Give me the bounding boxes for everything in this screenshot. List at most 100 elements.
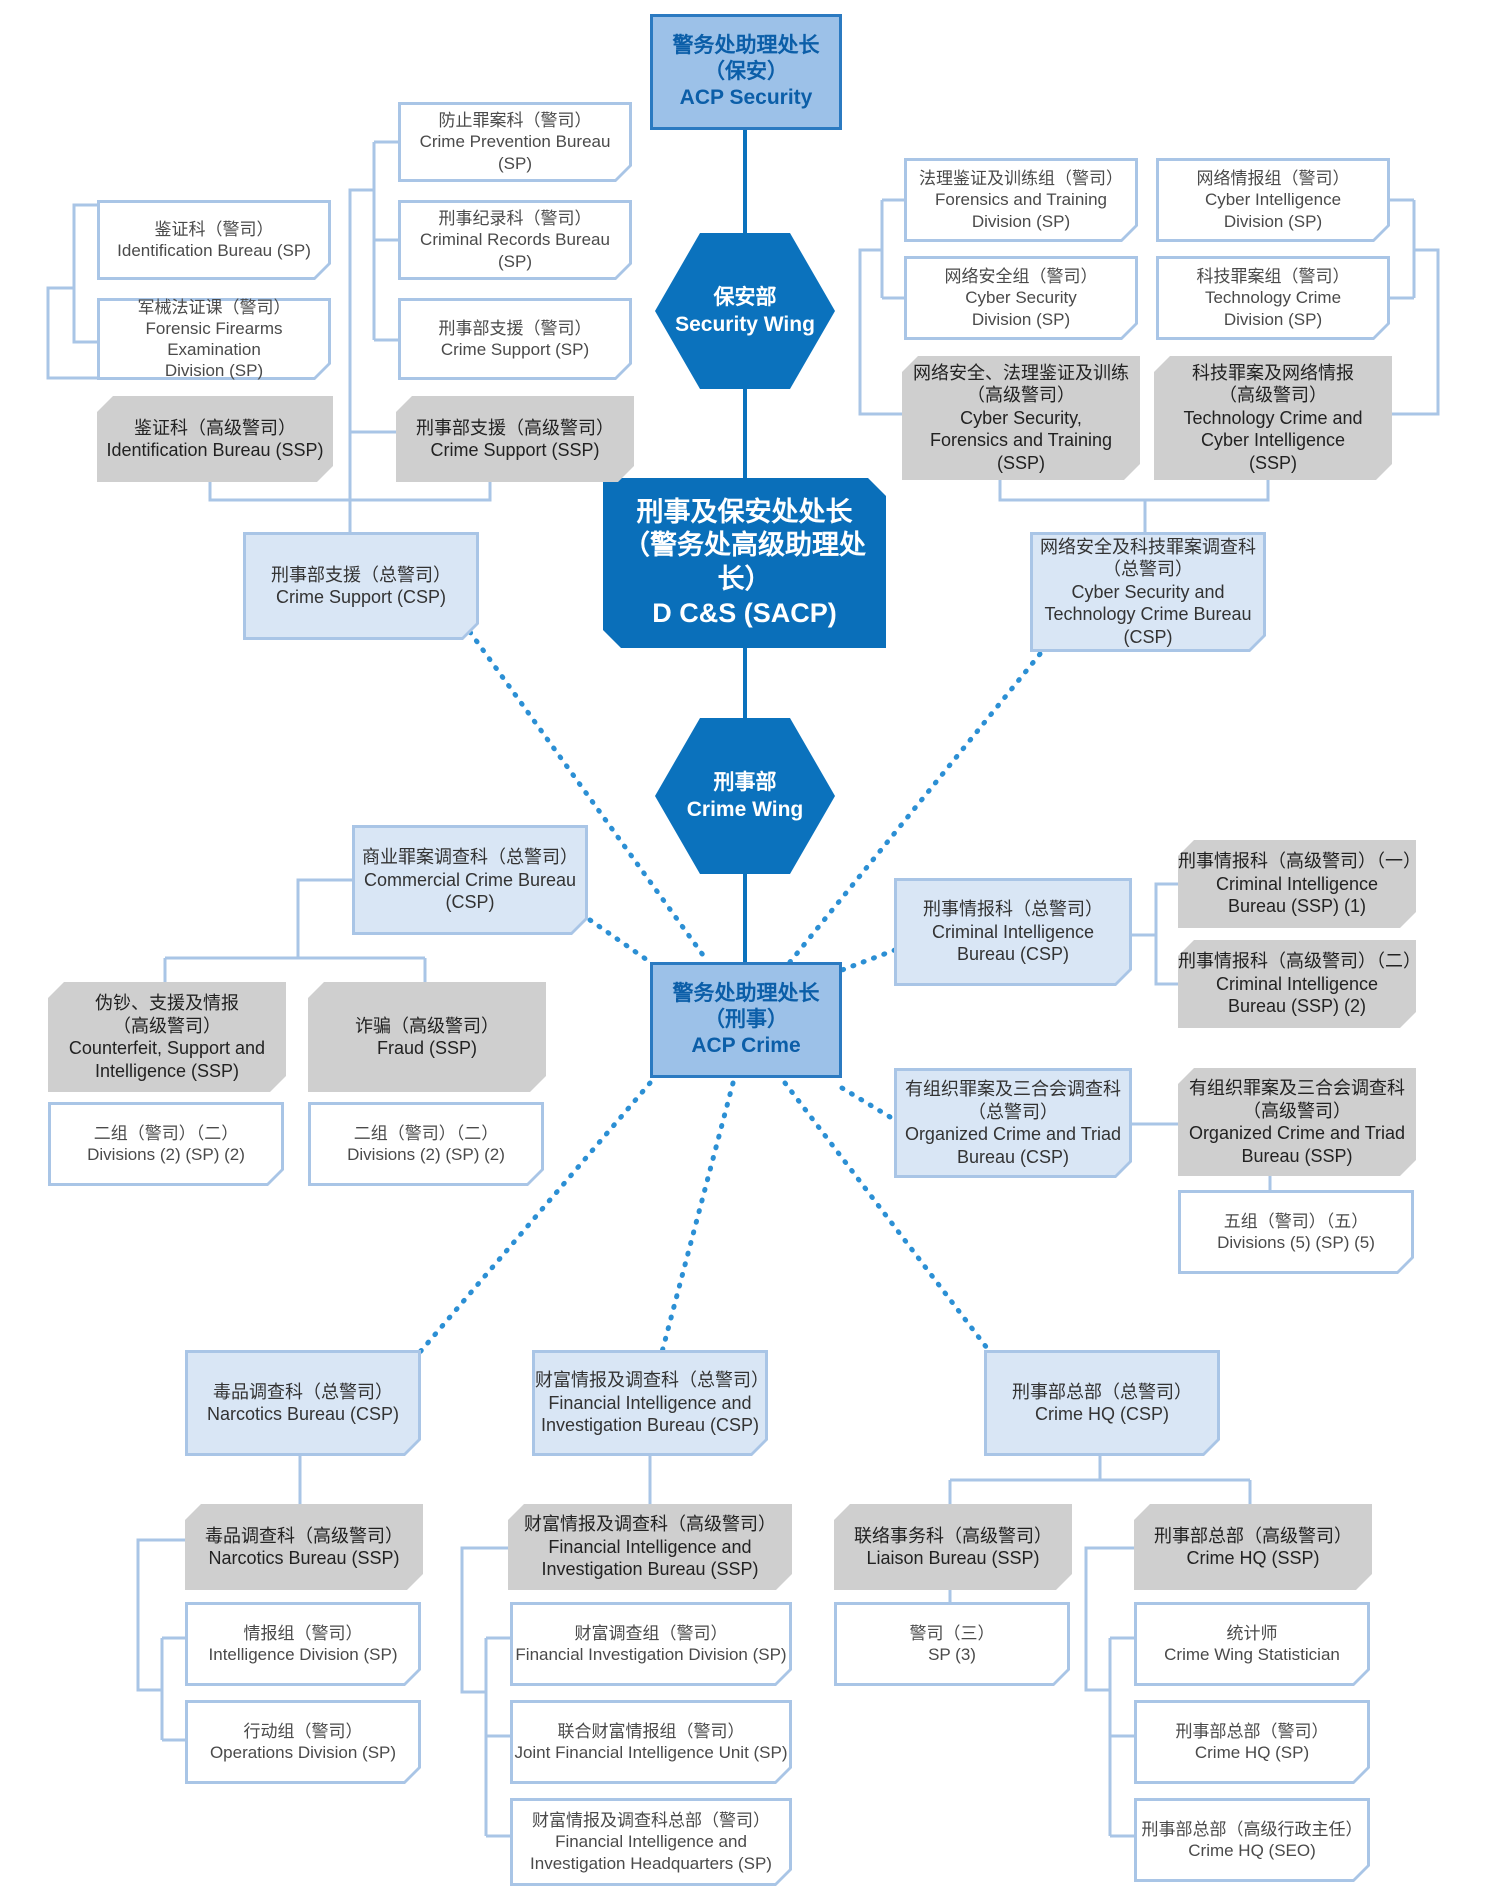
label-en2: Investigation Headquarters (SP)	[530, 1853, 772, 1873]
cyber-intel-box: 网络情报组（警司） Cyber Intelligence Division (S…	[1156, 158, 1390, 242]
label-en1: Criminal Intelligence	[931, 921, 1095, 942]
label-en2: Investigation Bureau (CSP)	[540, 1415, 760, 1436]
acp-security-zh2: （保安）	[704, 59, 788, 83]
label-en1: Criminal Intelligence	[1215, 873, 1379, 894]
acp-security-en: ACP Security	[679, 86, 813, 110]
label-en: Crime Support (SP)	[440, 340, 590, 359]
label-zh: 毒品调查科（高级警司）	[205, 1525, 403, 1546]
sp3-box: 警司（三） SP (3)	[834, 1602, 1070, 1686]
octb-csp-box: 有组织罪案及三合会调查科 （总警司） Organized Crime and T…	[894, 1068, 1132, 1178]
financial-investigation-box: 财富调查组（警司） Financial Investigation Divisi…	[510, 1602, 792, 1686]
label-zh: 财富情报及调查科（高级警司）	[524, 1514, 776, 1535]
label-en: Criminal Records Bureau (SP)	[420, 230, 610, 271]
label-en2: Division (SP)	[1223, 211, 1323, 231]
tech-crime-box: 科技罪案组（警司） Technology Crime Division (SP)	[1156, 256, 1390, 340]
label-en: Narcotics Bureau (CSP)	[206, 1404, 400, 1424]
label-en2: Forensics and Training	[929, 430, 1113, 451]
acp-crime-zh2: （刑事）	[704, 1007, 788, 1031]
crime-wing-hex: 刑事部 Crime Wing	[655, 718, 835, 874]
crime-hq-ssp-box: 刑事部总部（高级警司） Crime HQ (SSP)	[1134, 1504, 1372, 1590]
acp-crime-zh: 警务处助理处长	[672, 981, 820, 1005]
d-cs-box: 刑事及保安处处长 （警务处高级助理处长） D C&S (SACP)	[603, 478, 886, 648]
label-en2: Bureau (SSP)	[1241, 1145, 1353, 1166]
label-zh2: （总警司）	[1103, 559, 1193, 580]
divisions-left1-box: 二组（警司）（二） Divisions (2) (SP) (2)	[48, 1102, 284, 1186]
label-en1: Cyber Intelligence	[1204, 190, 1342, 210]
label-zh: 财富情报及调查科总部（警司）	[532, 1811, 770, 1831]
label-en: Joint Financial Intelligence Unit (SP)	[514, 1743, 788, 1762]
label-zh: 刑事部总部（高级警司）	[1154, 1525, 1352, 1546]
label-en: Financial Investigation Division (SP)	[515, 1645, 787, 1664]
label-en3: (SSP)	[1248, 452, 1297, 473]
label-zh: 行动组（警司）	[243, 1721, 363, 1741]
label-en1: Financial Intelligence and	[548, 1536, 752, 1557]
narcotics-ssp-box: 毒品调查科（高级警司） Narcotics Bureau (SSP)	[185, 1504, 423, 1590]
label-zh2: （高级警司）	[113, 1015, 221, 1036]
identification-ssp-box: 鉴证科（高级警司） Identification Bureau (SSP)	[97, 396, 333, 482]
fiihq-box: 财富情报及调查科总部（警司） Financial Intelligence an…	[510, 1798, 792, 1886]
label-en: Crime Wing Statistician	[1164, 1645, 1340, 1664]
label-zh: 联络事务科（高级警司）	[854, 1525, 1052, 1546]
crime-prevention-box: 防止罪案科（警司） Crime Prevention Bureau (SP)	[398, 102, 632, 182]
divisions-left2-box: 二组（警司）（二） Divisions (2) (SP) (2)	[308, 1102, 544, 1186]
label-zh: 鉴证科（高级警司）	[134, 417, 296, 438]
label-en: Intelligence Division (SP)	[208, 1645, 398, 1664]
label-en1: Organized Crime and Triad	[904, 1124, 1122, 1144]
label-zh: 网络安全组（警司）	[944, 267, 1098, 287]
identification-sp-box: 鉴证科（警司） Identification Bureau (SP)	[97, 200, 331, 280]
acp-security-box: 警务处助理处长 （保安） ACP Security	[650, 14, 842, 130]
label-en: Crime Prevention Bureau (SP)	[419, 132, 611, 173]
label-en: Crime HQ (SEO)	[1188, 1841, 1316, 1860]
label-en1: Financial Intelligence and	[555, 1832, 747, 1852]
label-en2: Cyber Intelligence	[1200, 430, 1346, 451]
label-en1: Cyber Security	[965, 288, 1077, 308]
label-zh1: 网络安全、法理鉴证及训练	[913, 362, 1129, 383]
label-zh: 防止罪案科（警司）	[438, 111, 592, 131]
security-wing-zh: 保安部	[713, 285, 777, 309]
cyber-ssp-box: 网络安全、法理鉴证及训练 （高级警司） Cyber Security, Fore…	[902, 356, 1140, 480]
crime-support-csp-box: 刑事部支援（总警司） Crime Support (CSP)	[243, 532, 479, 640]
label-zh1: 伪钞、支援及情报	[95, 993, 239, 1013]
label-en1: Technology Crime and	[1183, 407, 1363, 428]
label-en1: Commercial Crime Bureau	[363, 869, 577, 890]
crime-support-ssp-box: 刑事部支援（高级警司） Crime Support (SSP)	[396, 396, 634, 482]
liaison-box: 联络事务科（高级警司） Liaison Bureau (SSP)	[834, 1504, 1072, 1590]
acp-crime-box: 警务处助理处长 （刑事） ACP Crime	[650, 962, 842, 1078]
label-en: Operations Division (SP)	[209, 1743, 397, 1762]
label-zh: 网络情报组（警司）	[1196, 169, 1350, 189]
crime-hq-csp-box: 刑事部总部（总警司） Crime HQ (CSP)	[984, 1350, 1220, 1456]
label-en1: Counterfeit, Support and	[68, 1038, 266, 1058]
crime-wing-en: Crime Wing	[686, 798, 804, 821]
label-en2: Division (SP)	[164, 361, 264, 381]
label-en1: Technology Crime	[1204, 288, 1342, 308]
fiib-csp-box: 财富情报及调查科（总警司） Financial Intelligence and…	[532, 1350, 768, 1456]
counterfeit-box: 伪钞、支援及情报 （高级警司） Counterfeit, Support and…	[48, 982, 286, 1092]
label-zh: 情报组（警司）	[243, 1623, 363, 1643]
label-en1: Cyber Security,	[960, 407, 1082, 428]
label-zh: 军械法证课（警司）	[137, 297, 291, 317]
label-zh: 法理鉴证及训练组（警司）	[919, 169, 1123, 189]
label-en1: Organized Crime and Triad	[1188, 1123, 1406, 1143]
label-zh: 科技罪案组（警司）	[1196, 267, 1350, 287]
label-en: Liaison Bureau (SSP)	[866, 1548, 1040, 1568]
label-zh1: 有组织罪案及三合会调查科	[1189, 1078, 1405, 1098]
label-zh: 鉴证科（警司）	[154, 219, 274, 239]
label-zh: 刑事部支援（高级警司）	[416, 417, 614, 438]
label-en1: Forensic Firearms Examination	[145, 318, 283, 359]
label-en: Identification Bureau (SP)	[117, 241, 311, 260]
label-zh2: （高级警司）	[1219, 385, 1327, 406]
label-en3: (SSP)	[996, 452, 1045, 473]
acp-security-zh: 警务处助理处长	[672, 33, 820, 57]
narcotics-csp-box: 毒品调查科（总警司） Narcotics Bureau (CSP)	[185, 1350, 421, 1456]
label-en: Crime Support (CSP)	[275, 587, 447, 607]
cstcb-box: 网络安全及科技罪案调查科 （总警司） Cyber Security and Te…	[1030, 532, 1266, 652]
label-en3: (CSP)	[1123, 626, 1173, 647]
fraud-box: 诈骗（高级警司） Fraud (SSP)	[308, 982, 546, 1092]
security-wing-hex: 保安部 Security Wing	[655, 233, 835, 389]
label-en: Narcotics Bureau (SSP)	[208, 1548, 400, 1568]
label-zh: 刑事部总部（总警司）	[1012, 1381, 1192, 1402]
label-en2: Bureau (CSP)	[956, 944, 1070, 965]
crime-hq-sp-box: 刑事部总部（警司） Crime HQ (SP)	[1134, 1700, 1370, 1784]
crime-support-sp-box: 刑事部支援（警司） Crime Support (SP)	[398, 298, 632, 380]
label-zh: 刑事部总部（高级行政主任）	[1141, 1819, 1363, 1839]
